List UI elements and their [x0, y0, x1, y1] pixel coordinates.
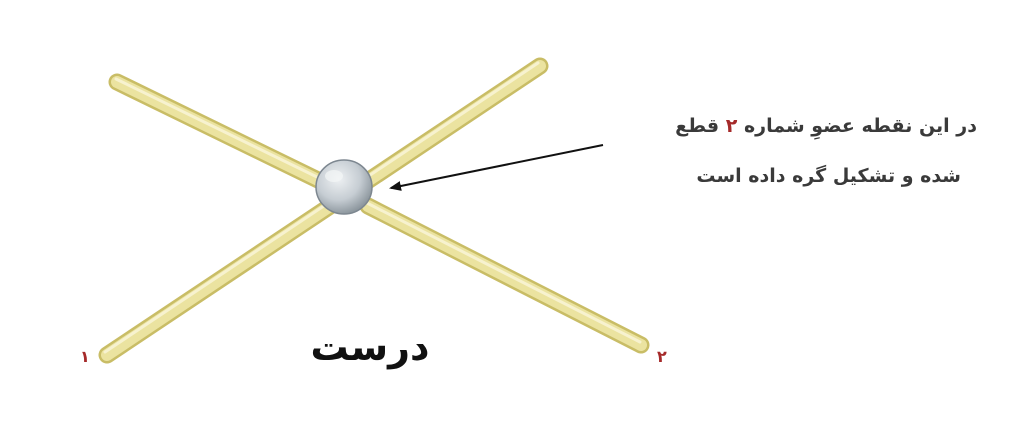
callout-text-after: قطع	[675, 115, 720, 137]
member-2-rod-upper	[108, 73, 327, 189]
callout-member-number: ۲	[725, 115, 738, 137]
callout-text-line-1: در این نقطه عضوِ شماره ۲ قطع	[675, 108, 977, 144]
pointer-arrow	[389, 144, 604, 191]
member-1-rod	[98, 57, 549, 364]
diagram-title: درست	[310, 325, 430, 369]
member-1-number: ۱	[80, 347, 90, 366]
callout-text-line-2: شده و تشکیل گره داده است	[696, 165, 961, 187]
member-2-number: ۲	[657, 347, 667, 366]
member-2-rod-lower	[359, 197, 650, 354]
joint-node	[315, 159, 373, 215]
callout-text-before: در این نقطه عضوِ شماره	[743, 115, 977, 137]
